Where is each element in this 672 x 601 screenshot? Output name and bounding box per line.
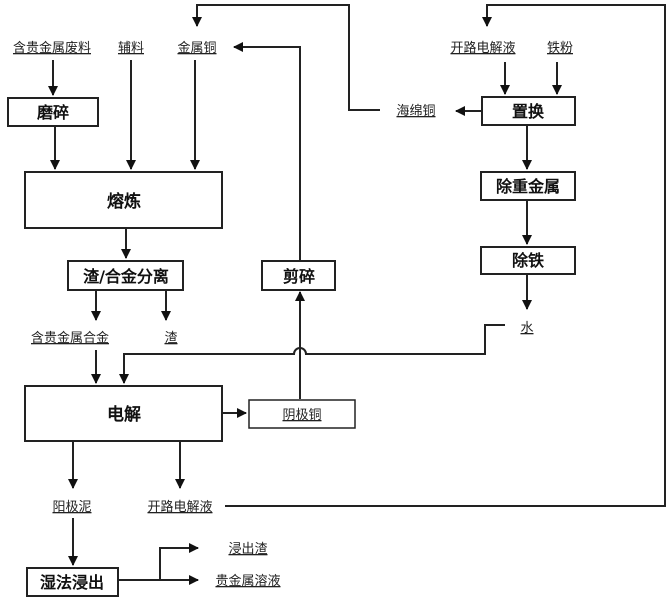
box-iron-removal-label: 除铁 xyxy=(512,251,544,270)
box-separation: 渣/合金分离 xyxy=(67,260,184,291)
box-grinding: 磨碎 xyxy=(7,97,99,127)
label-precious-metal-solution: 贵金属溶液 xyxy=(215,573,280,589)
box-grinding-label: 磨碎 xyxy=(37,103,69,122)
label-precious-metal-scrap: 含贵金属废料 xyxy=(13,40,91,56)
box-heavy-metal-removal: 除重金属 xyxy=(480,171,576,201)
label-iron-powder: 铁粉 xyxy=(547,41,573,56)
box-electrolysis: 电解 xyxy=(24,385,223,442)
label-metallic-copper: 金属铜 xyxy=(177,40,216,56)
connectors xyxy=(48,4,666,585)
box-electrolysis-label: 电解 xyxy=(107,404,141,425)
flow-shredding-to-copper xyxy=(233,42,301,260)
flow-leaching-to-residue xyxy=(119,543,199,581)
box-replacement-label: 置换 xyxy=(512,102,545,121)
box-cathode-copper: 阴极铜 xyxy=(248,399,356,429)
label-bleed-electrolyte-right: 开路电解液 xyxy=(450,40,515,56)
box-replacement: 置换 xyxy=(481,96,576,126)
label-sponge-copper: 海绵铜 xyxy=(396,104,435,119)
label-slag: 渣 xyxy=(164,331,177,346)
flow-bleed-loop-to-replacement xyxy=(225,4,666,507)
box-cathode-copper-label: 阴极铜 xyxy=(282,408,321,423)
box-heavy-metal-removal-label: 除重金属 xyxy=(496,177,560,196)
box-separation-label: 渣/合金分离 xyxy=(83,267,169,286)
box-smelting-label: 熔炼 xyxy=(107,191,141,212)
label-leach-residue: 浸出渣 xyxy=(228,542,267,557)
label-precious-metal-alloy: 含贵金属合金 xyxy=(31,330,109,346)
box-wet-leaching: 湿法浸出 xyxy=(26,567,119,597)
label-auxiliary-material: 辅料 xyxy=(118,41,144,56)
box-shredding-label: 剪碎 xyxy=(283,267,315,286)
label-water: 水 xyxy=(520,321,533,336)
box-shredding: 剪碎 xyxy=(261,260,336,291)
box-wet-leaching-label: 湿法浸出 xyxy=(39,573,104,592)
box-smelting: 熔炼 xyxy=(24,171,223,229)
flow-sponge-to-copper xyxy=(192,4,380,111)
label-bleed-electrolyte-left: 开路电解液 xyxy=(147,499,212,515)
box-iron-removal: 除铁 xyxy=(480,246,576,275)
flow-water-to-electrolysis xyxy=(119,324,505,384)
label-anode-slime: 阳极泥 xyxy=(52,500,91,515)
